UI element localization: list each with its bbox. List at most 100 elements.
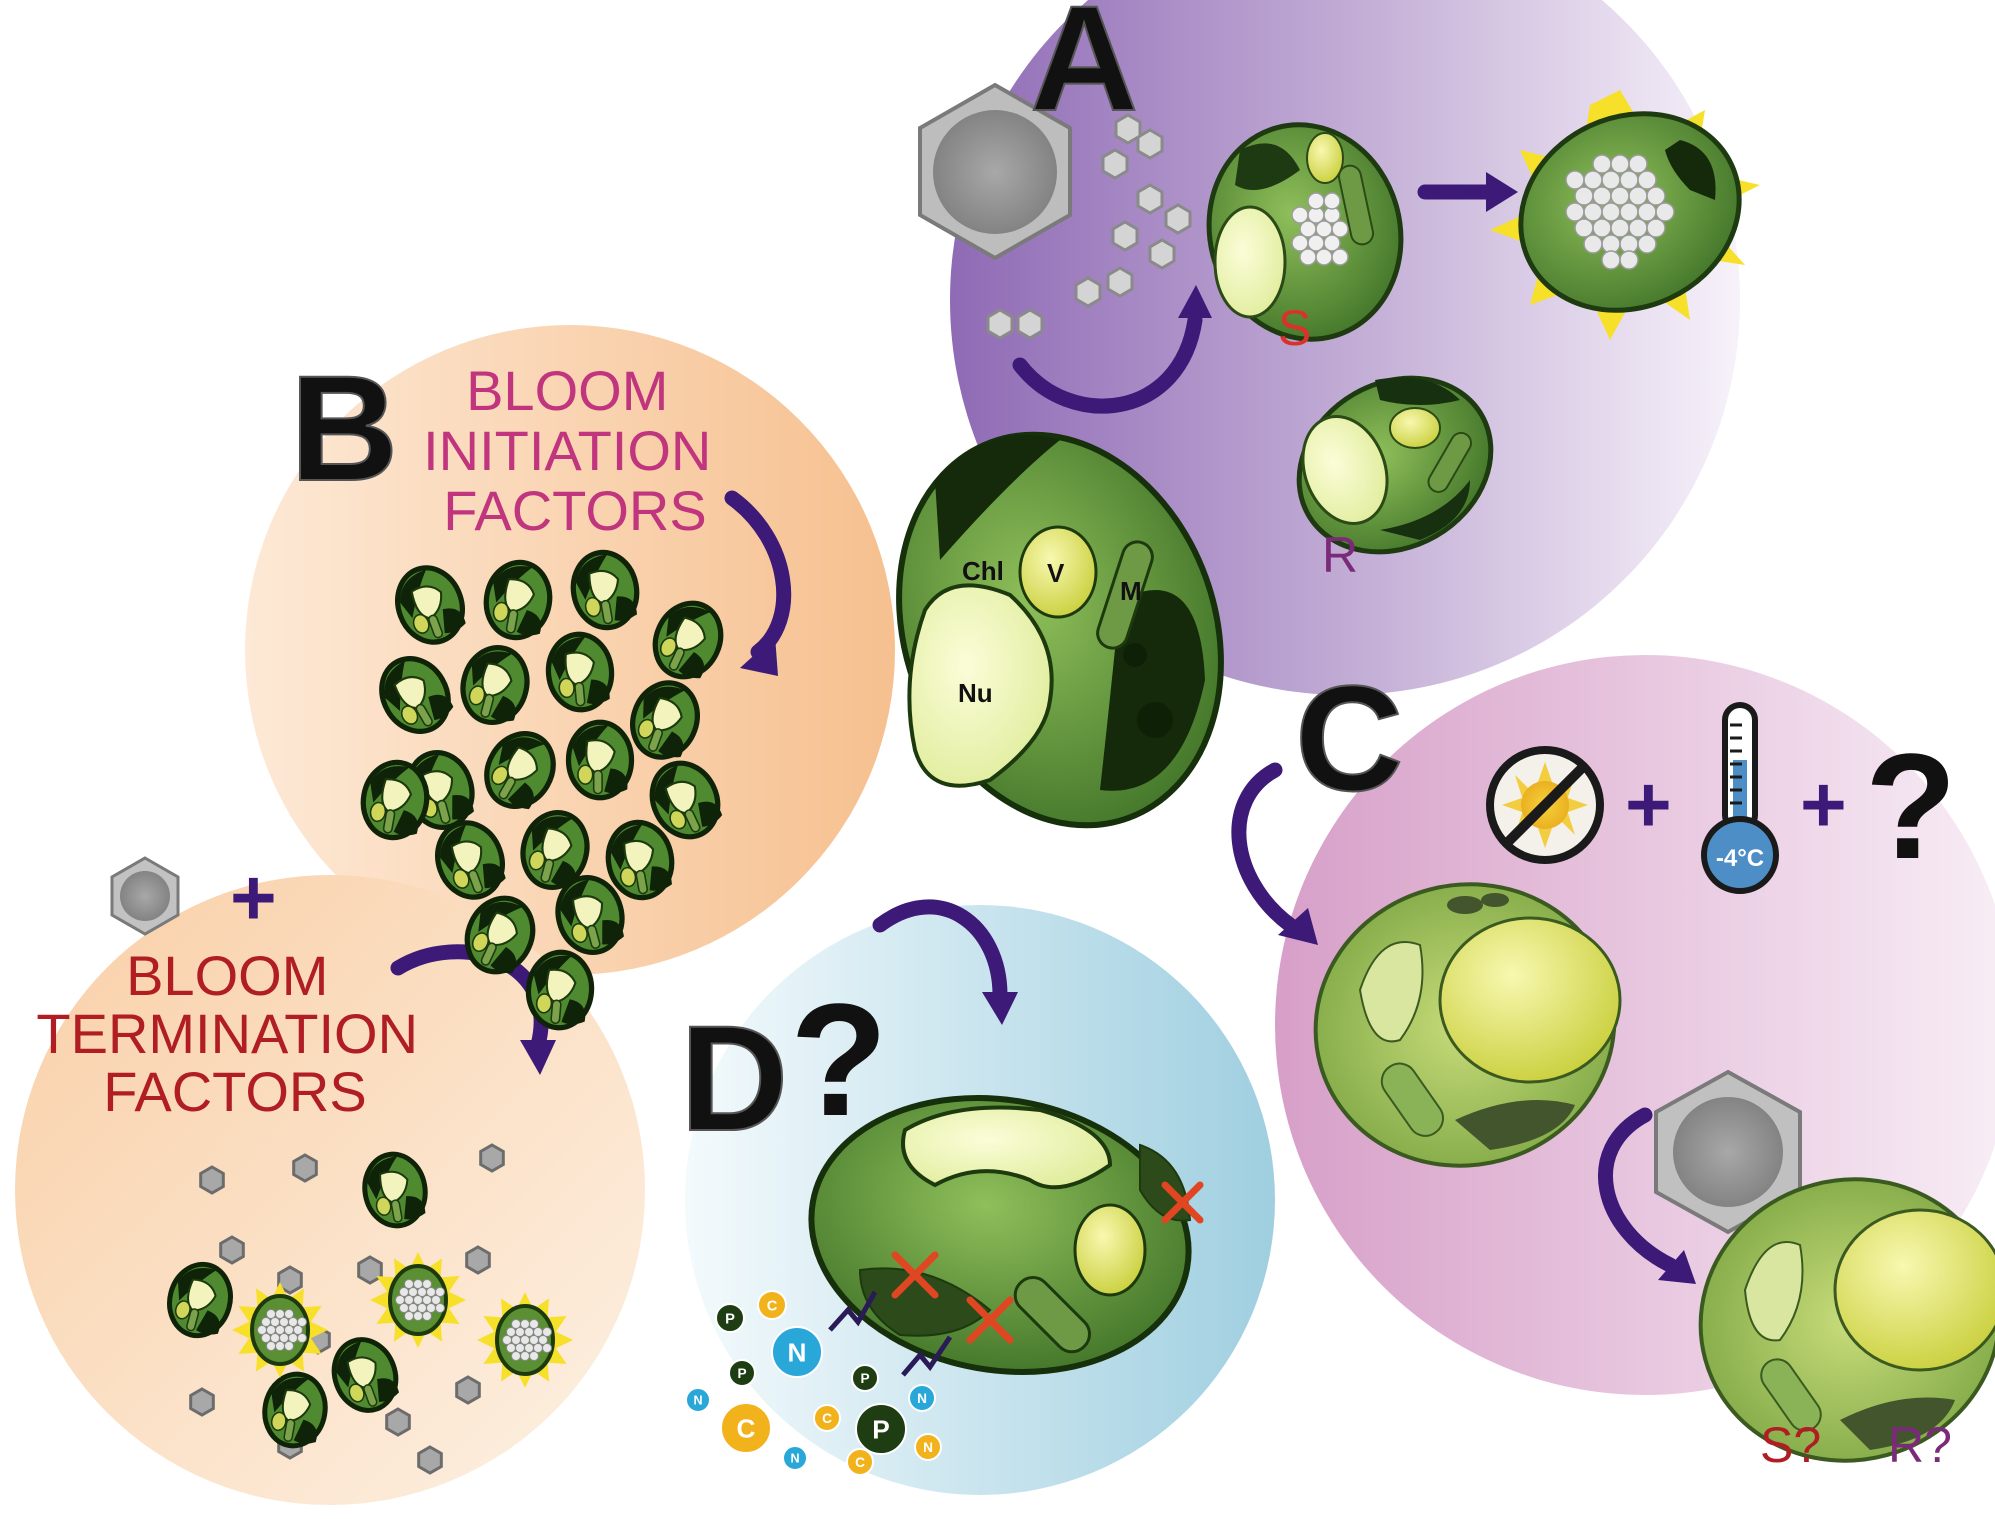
resistant-label: R <box>1322 527 1358 583</box>
virus-particles-small <box>986 113 1192 340</box>
termination-cell <box>362 1151 428 1229</box>
virus-particle-small <box>292 1153 318 1183</box>
bloom-cell-cluster <box>360 549 724 1031</box>
bloom-initiation-label: BLOOM INITIATION FACTORS <box>423 359 727 542</box>
virus-particle-small <box>199 1165 225 1195</box>
virus-particle-c <box>1654 1069 1802 1235</box>
organelle-nu-label: Nu <box>958 678 993 708</box>
nutrient-label: N <box>693 1394 702 1408</box>
nutrient-label: C <box>822 1411 832 1426</box>
nutrient-p: P <box>855 1403 907 1455</box>
bloom-cell <box>483 559 553 641</box>
panel-b-letter: B <box>290 344 398 512</box>
bloom-cell <box>520 809 590 891</box>
panel-d-question: ? <box>790 970 888 1149</box>
sensitive-cell <box>1206 122 1404 342</box>
nutrient-n: N <box>685 1387 711 1413</box>
thermometer-label: -4°C <box>1716 845 1764 872</box>
bloom-cell <box>630 680 700 760</box>
bloom-cell <box>605 819 675 901</box>
arrow-a-straight-head <box>1486 172 1518 212</box>
virus-particle-small <box>219 1235 245 1265</box>
nutrient-label: N <box>923 1440 933 1455</box>
arrow-b-curve-head <box>740 636 778 676</box>
cold-cell <box>1313 882 1622 1168</box>
virus-particle-small <box>189 1387 215 1417</box>
bloom-cell <box>464 895 536 975</box>
bloom-cell <box>555 874 625 956</box>
nutrient-label: P <box>872 1415 890 1445</box>
nutrient-c: C <box>720 1402 772 1454</box>
arrow-c2-curve <box>1598 1107 1678 1273</box>
bloom-cell <box>652 600 724 680</box>
nutrient-label: P <box>860 1371 869 1386</box>
panel-a-letter: A <box>1030 0 1138 142</box>
bloom-cell <box>360 759 430 841</box>
lysing-cell <box>1490 90 1760 340</box>
arrow-c-curve <box>1231 762 1298 933</box>
arrow-a-curve <box>1012 312 1203 414</box>
nutrient-n: N <box>908 1384 936 1412</box>
arrow-termination-head <box>520 1040 556 1075</box>
termination-plus: + <box>230 853 277 942</box>
nutrient-n: N <box>914 1433 942 1461</box>
c-plus-1: + <box>1625 760 1672 849</box>
organelle-chl-label: Chl <box>962 556 1004 586</box>
bloom-cell <box>525 949 595 1031</box>
nutrient-n: N <box>771 1326 823 1378</box>
sensitive-question-label: S? <box>1760 1417 1821 1473</box>
nutrient-label: P <box>725 1311 735 1327</box>
lysing-cell-small <box>477 1292 573 1388</box>
nutrient-n: N <box>782 1445 808 1471</box>
virus-particle-small <box>465 1245 491 1275</box>
virus-particle-small <box>357 1255 383 1285</box>
bloom-cell <box>484 731 556 810</box>
panel-c-letter: C <box>1295 654 1403 822</box>
termination-cells-and-viruses <box>167 1143 573 1475</box>
termination-cell <box>331 1337 400 1413</box>
nutrient-limited-cell <box>808 1095 1204 1375</box>
bloom-cell <box>460 644 530 726</box>
lysing-cell-small <box>232 1282 328 1378</box>
bloom-cell <box>570 549 640 631</box>
arrow-d-curve <box>872 899 1008 1003</box>
nutrient-label: N <box>790 1452 799 1466</box>
arrow-a-curve-head <box>1178 285 1212 318</box>
panel-termination-background <box>15 875 645 1505</box>
virus-particle-small <box>277 1265 303 1295</box>
organelle-v-label: V <box>1047 558 1065 588</box>
nutrient-label: C <box>737 1414 756 1444</box>
virus-particle-small <box>417 1445 443 1475</box>
virus-particle-small <box>479 1143 505 1173</box>
bloom-termination-label: BLOOM TERMINATION FACTORS <box>36 944 433 1123</box>
resistant-question-label: R? <box>1888 1417 1952 1473</box>
bloom-cell <box>545 631 615 713</box>
nutrient-label: N <box>917 1391 927 1406</box>
nutrient-label: C <box>767 1298 778 1314</box>
nutrient-label: C <box>855 1455 865 1470</box>
c-question: ? <box>1865 722 1957 890</box>
termination-cell <box>167 1261 233 1339</box>
virus-particle-small <box>455 1375 481 1405</box>
bloom-cell <box>379 656 454 734</box>
panel-d-letter: D <box>680 994 788 1162</box>
organelle-m-label: M <box>1120 576 1142 606</box>
sensitive-label: S <box>1278 300 1311 356</box>
nutrient-c: C <box>846 1448 874 1476</box>
arrow-c2-head <box>1658 1250 1696 1284</box>
nutrient-p: P <box>728 1359 756 1387</box>
nutrient-label: P <box>737 1366 746 1381</box>
virus-particle-small <box>385 1407 411 1437</box>
nutrient-c: C <box>813 1404 841 1432</box>
nutrient-p: P <box>851 1364 879 1392</box>
nutrient-c: C <box>757 1290 787 1320</box>
bloom-cell <box>435 820 506 900</box>
bloom-cell <box>395 565 466 645</box>
virus-particle-termination <box>110 856 180 936</box>
termination-cell <box>262 1371 328 1449</box>
nutrient-label: N <box>788 1338 807 1368</box>
bloom-cell <box>649 760 723 840</box>
lysing-cell-small <box>370 1252 466 1348</box>
